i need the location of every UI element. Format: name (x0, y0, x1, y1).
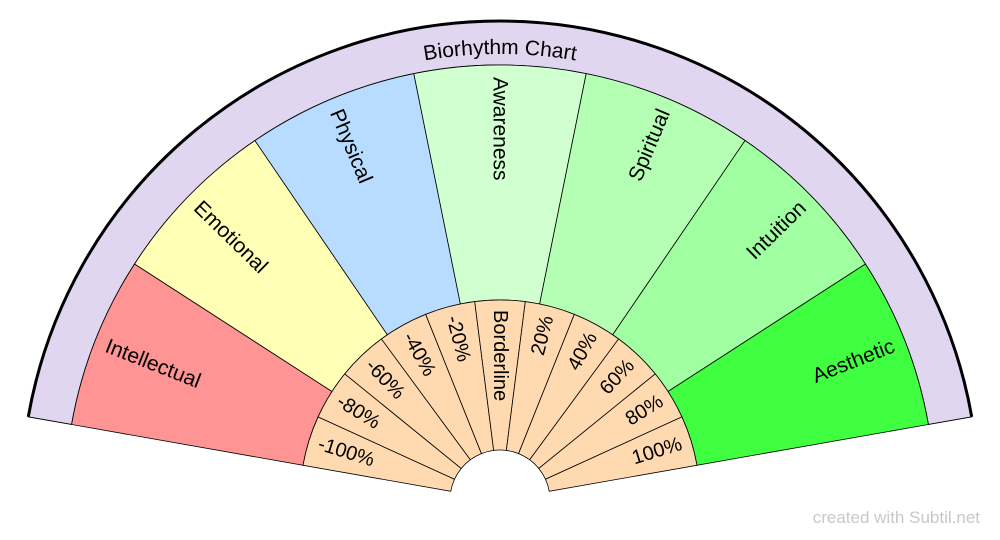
scale-sector: Borderline (474, 299, 526, 451)
watermark: created with Subtil.net (812, 508, 980, 527)
outer-ring-border (26, 19, 974, 418)
category-label: Awareness (489, 77, 512, 181)
category-sector-physical: Physical (254, 73, 461, 336)
scale-sector: 100% (544, 416, 698, 492)
scale-sector: 40% (518, 313, 620, 461)
scale-label: Borderline (489, 310, 511, 401)
scale-sector: 60% (529, 338, 656, 470)
scale-sector: -100% (302, 416, 456, 492)
category-sector-intuition: Intuition (612, 140, 866, 393)
scale-wedge (544, 416, 698, 492)
category-sector-aesthetic: Aesthetic (667, 263, 929, 466)
category-sector-emotional: Emotional (134, 140, 388, 393)
category-sector-awareness: Awareness (413, 64, 587, 305)
scale-sector: 20% (505, 301, 575, 455)
